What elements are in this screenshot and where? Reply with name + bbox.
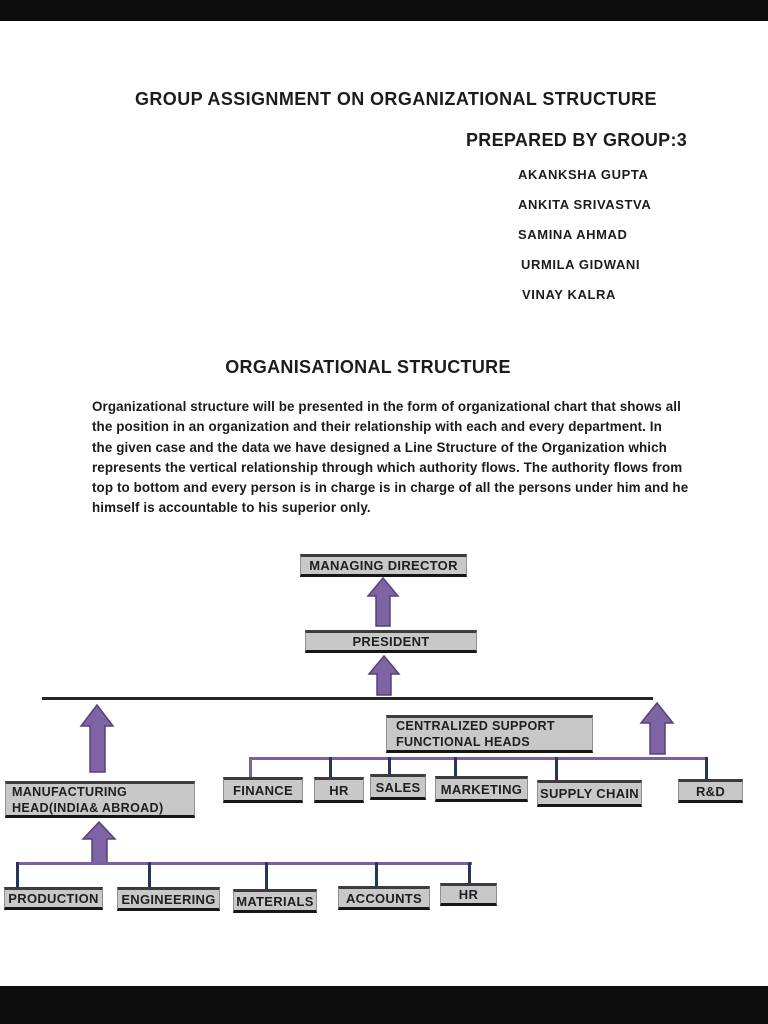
connector-drop-supply-chain [555, 757, 558, 781]
arrow-up-president-to-md [366, 577, 400, 627]
org-box-production: PRODUCTION [4, 887, 103, 910]
arrow-up-line-to-president [367, 655, 401, 696]
org-box-label: SALES [375, 779, 421, 795]
paragraph-line: Organizational structure will be present… [92, 399, 681, 414]
org-box-marketing: MARKETING [435, 776, 528, 802]
org-box-hr-support: HR [314, 777, 364, 803]
authority-rule-line [42, 697, 653, 700]
manufacturing-connector-horizontal [16, 862, 472, 865]
org-box-engineering: ENGINEERING [117, 887, 220, 911]
org-box-label-line2: FUNCTIONAL HEADS [396, 735, 531, 749]
org-box-label: PRESIDENT [352, 634, 430, 649]
arrow-up-support-branch [639, 702, 675, 755]
org-box-rnd: R&D [678, 779, 743, 803]
org-box-materials: MATERIALS [233, 889, 317, 913]
org-box-label-line1: MANUFACTURING [12, 784, 128, 799]
member-name: SAMINA AHMAD [518, 227, 628, 242]
intro-paragraph: Organizational structure will be present… [92, 397, 688, 519]
org-box-label: PRODUCTION [8, 891, 99, 906]
org-box-label: MANAGING DIRECTOR [309, 558, 458, 573]
org-box-label-line2: HEAD(INDIA& ABROAD) [12, 800, 164, 815]
arrow-up-depts-to-manufacturing [81, 821, 117, 865]
connector-drop-sales [388, 757, 391, 775]
connector-drop-finance [249, 757, 252, 778]
connector-drop-materials [265, 862, 268, 889]
connector-drop-hr [329, 757, 332, 777]
member-name: URMILA GIDWANI [521, 257, 641, 272]
paragraph-line: represents the vertical relationship thr… [92, 459, 683, 475]
paragraph-line: the position in an organization and thei… [92, 419, 662, 435]
member-name: VINAY KALRA [522, 287, 617, 302]
member-name: ANKITA SRIVASTVA [518, 197, 652, 212]
org-box-label: SUPPLY CHAIN [540, 786, 639, 801]
org-box-accounts: ACCOUNTS [338, 886, 430, 910]
org-box-label: MATERIALS [236, 893, 314, 909]
org-box-label: MARKETING [440, 781, 523, 797]
connector-drop-marketing [454, 757, 457, 777]
org-box-label: HR [329, 782, 349, 798]
org-box-label: HR [458, 887, 479, 902]
org-box-finance: FINANCE [223, 777, 303, 803]
org-box-supply-chain: SUPPLY CHAIN [537, 780, 642, 807]
org-box-label: ACCOUNTS [345, 890, 423, 906]
org-box-label: R&D [695, 783, 726, 799]
connector-drop-rnd [705, 757, 708, 780]
viewer-top-bar [0, 0, 768, 21]
connector-drop-production [16, 862, 19, 887]
paragraph-line: the given case and the data we have desi… [92, 439, 667, 455]
member-name: AKANKSHA GUPTA [518, 167, 649, 182]
org-box-label: FINANCE [233, 782, 293, 798]
org-box-hr-manufacturing: HR [440, 883, 497, 906]
group-members-list: AKANKSHA GUPTA ANKITA SRIVASTVA SAMINA A… [518, 167, 651, 317]
org-box-president: PRESIDENT [305, 630, 477, 653]
prepared-by-line: PREPARED BY GROUP:3 [466, 130, 688, 150]
arrow-up-manufacturing-branch [79, 704, 115, 773]
document-title: GROUP ASSIGNMENT ON ORGANIZATIONAL STRUC… [135, 89, 657, 109]
section-heading: ORGANISATIONAL STRUCTURE [225, 357, 511, 377]
org-box-managing-director: MANAGING DIRECTOR [300, 554, 467, 577]
connector-drop-hr2 [468, 862, 471, 884]
org-box-centralized-support: CENTRALIZED SUPPORT FUNCTIONAL HEADS [386, 715, 593, 753]
org-box-label-line1: CENTRALIZED SUPPORT [396, 719, 555, 733]
connector-drop-accounts [375, 862, 378, 886]
org-box-sales: SALES [370, 774, 426, 800]
connector-drop-engineering [148, 862, 151, 887]
support-connector-horizontal [249, 757, 708, 760]
org-box-label: ENGINEERING [121, 891, 216, 907]
org-box-manufacturing-head: MANUFACTURING HEAD(INDIA& ABROAD) [5, 781, 195, 818]
viewer-bottom-bar [0, 986, 768, 1024]
paragraph-line: himself is accountable to his superior o… [92, 500, 371, 516]
paragraph-line: top to bottom and every person is in cha… [92, 480, 689, 496]
